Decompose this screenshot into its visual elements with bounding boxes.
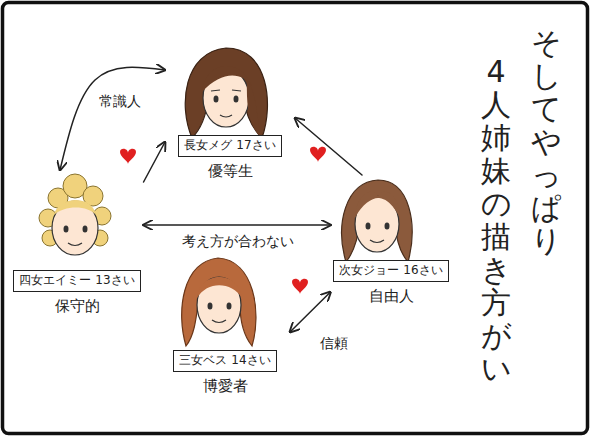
eye: [385, 223, 390, 230]
character-card: 四女エイミー 13さい保守的: [10, 170, 143, 320]
title-column: 4人姉妹の描き方がい: [481, 55, 511, 385]
character-card: 三女ベス 14さい博愛者: [160, 255, 290, 410]
eye: [83, 226, 88, 233]
mouth: [68, 243, 82, 246]
title-column: そしてやっぱり: [531, 26, 561, 257]
character-card: 長女メグ 17さい優等生: [165, 45, 295, 195]
relation-arrow: [295, 118, 362, 175]
eye: [208, 303, 213, 310]
beth-face: [182, 258, 256, 346]
trait-label: 自由人: [369, 287, 414, 307]
amy-face: [39, 174, 111, 255]
trait-label: 保守的: [55, 297, 100, 317]
eye: [227, 303, 232, 310]
heart: [292, 279, 308, 294]
hair: [185, 48, 267, 138]
relation-arrow: [144, 142, 165, 182]
hair: [342, 180, 412, 262]
bangs: [197, 277, 242, 298]
trait-label: 優等生: [208, 162, 253, 182]
eye: [214, 96, 219, 103]
relation-label: 信頼: [317, 334, 351, 352]
eye: [366, 223, 371, 230]
heart: [310, 147, 326, 162]
mouth: [212, 320, 226, 323]
heart: [120, 149, 136, 164]
relation-arrow: [290, 292, 330, 332]
character-card: 次女ジョー 16さい自由人: [330, 175, 451, 315]
hair: [182, 258, 256, 346]
relation-arrow: [144, 224, 331, 226]
mouth: [220, 115, 232, 117]
relation-label: 常識人: [96, 92, 144, 110]
name-tag: 三女ベス 14さい: [173, 350, 276, 372]
relation-label: 考え方が合わない: [179, 232, 297, 250]
meg-face: [185, 48, 267, 138]
hair-side: [247, 80, 262, 138]
brows: [211, 90, 241, 91]
face: [197, 277, 241, 333]
name-tag: 四女エイミー 13さい: [13, 270, 140, 292]
relation-arrow: [60, 67, 165, 170]
bangs: [202, 66, 252, 92]
eye: [234, 96, 239, 103]
jo-face: [342, 180, 412, 262]
mouth: [370, 240, 384, 243]
bangs: [355, 191, 400, 218]
panel-frame: [3, 3, 588, 434]
trait-label: 博愛者: [203, 377, 248, 397]
name-tag: 次女ジョー 16さい: [333, 260, 448, 282]
name-tag: 長女メグ 17さい: [178, 135, 281, 157]
eye: [64, 226, 69, 233]
bangs: [54, 200, 96, 215]
